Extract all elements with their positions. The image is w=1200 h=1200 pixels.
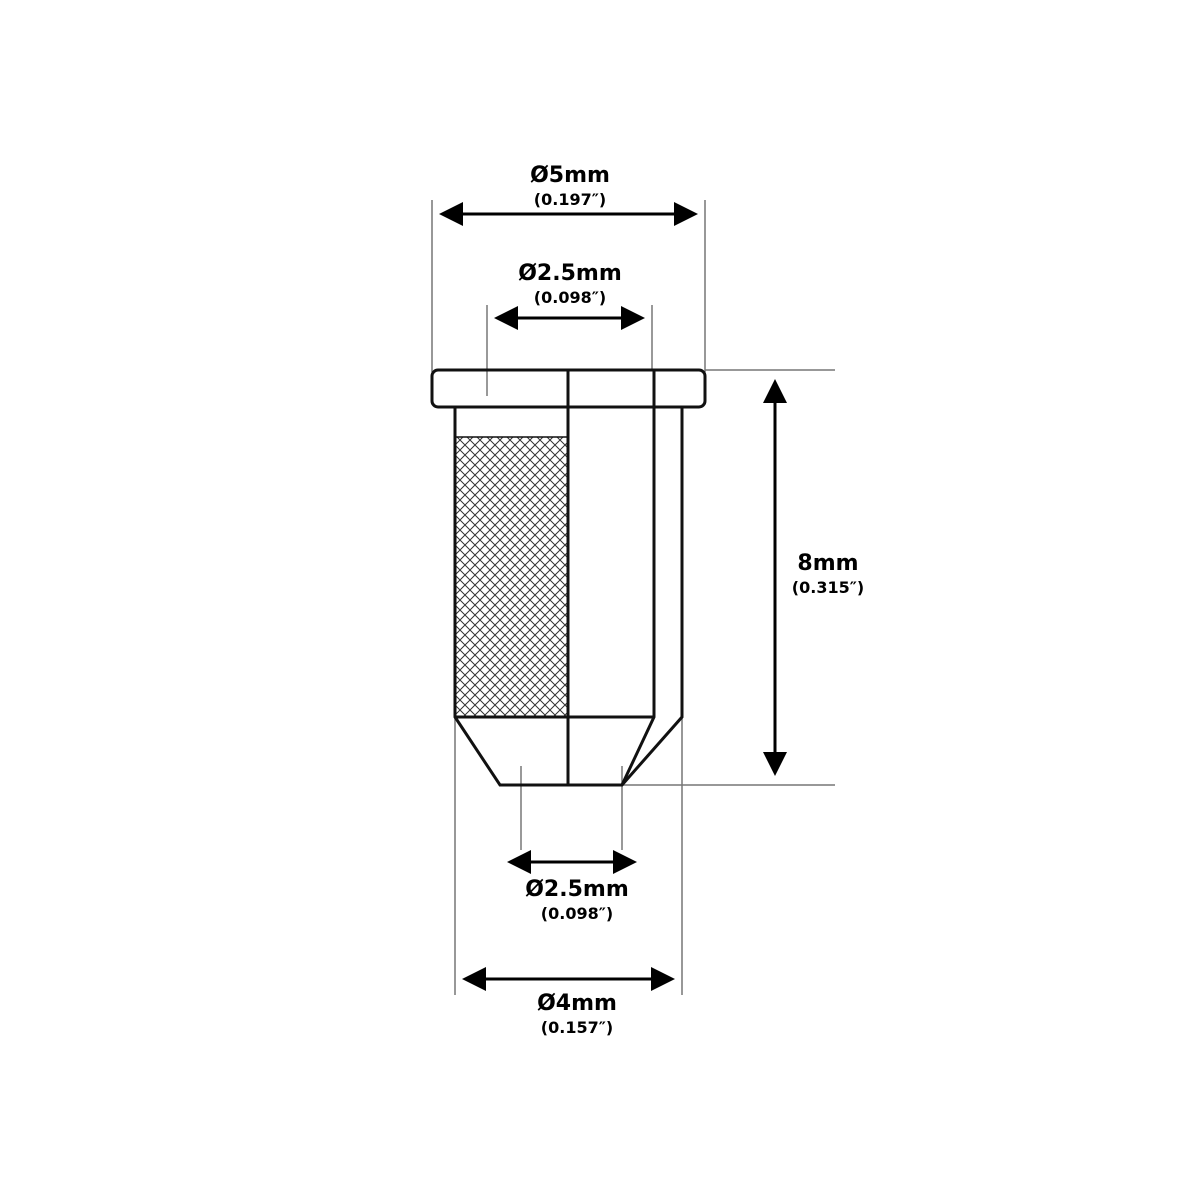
bore-diameter-inch: (0.098″): [534, 288, 606, 307]
flange-diameter-label: Ø5mm: [530, 163, 610, 188]
dimension-arrows: [439, 202, 787, 991]
tip-diameter-inch: (0.098″): [541, 904, 613, 923]
flange-diameter-inch: (0.197″): [534, 190, 606, 209]
knurled-region: [454, 436, 569, 718]
length-label: 8mm: [797, 551, 858, 576]
body-diameter-inch: (0.157″): [541, 1018, 613, 1037]
bore-diameter-label: Ø2.5mm: [518, 261, 622, 286]
insert-nut-part: [430, 368, 707, 787]
tip-diameter-label: Ø2.5mm: [525, 877, 629, 902]
body-diameter-label: Ø4mm: [537, 991, 617, 1016]
extension-lines: [431, 200, 835, 995]
length-inch: (0.315″): [792, 578, 864, 597]
body-outline: [453, 407, 684, 787]
